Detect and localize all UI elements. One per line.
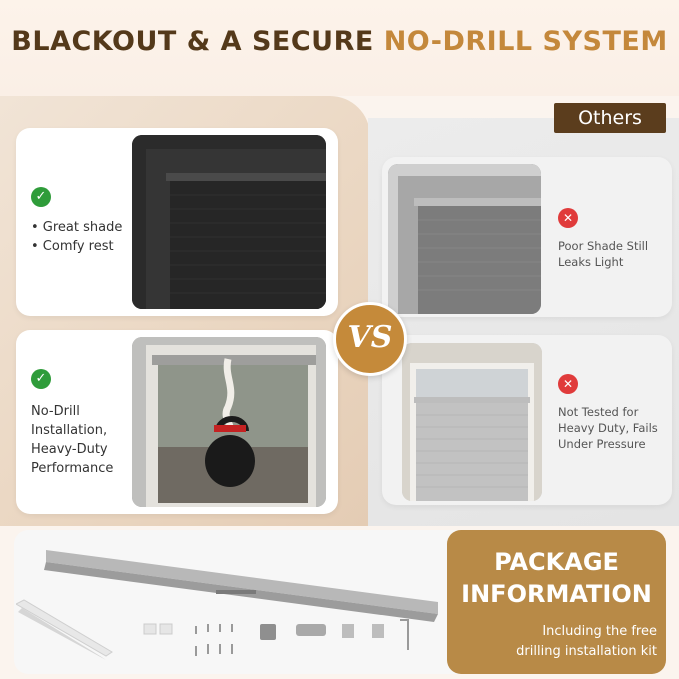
nodrill-line-2: Installation, [31,423,108,438]
package-info-card [447,530,666,674]
others-shade-text: Poor Shade Still Leaks Light [558,238,648,270]
ours-nodrill-text: No-Drill Installation, Heavy-Duty Perfor… [31,402,113,478]
ours-shade-bullets: • Great shade • Comfy rest [31,218,122,256]
package-title-line-2: INFORMATION [461,580,652,608]
package-title-line-1: PACKAGE [494,548,619,576]
check-circle-icon: ✓ [31,369,51,389]
kettlebell-test-photo [132,337,326,507]
poor-shade-line-2: Leaks Light [558,255,624,269]
poor-shade-photo [388,164,541,314]
package-subtitle-line-2: drilling installation kit [516,644,657,659]
page-title: BLACKOUT & A SECURE NO-DRILL SYSTEM [0,26,679,57]
check-circle-icon: ✓ [31,187,51,207]
untested-line-3: Under Pressure [558,437,646,451]
untested-shade-illustration [402,343,542,501]
cross-circle-icon: ✕ [558,208,578,228]
blackout-shade-illustration [132,135,326,309]
others-tag: Others [554,103,666,133]
title-part-1: BLACKOUT & A SECURE [11,26,384,57]
package-subtitle-line-1: Including the free [542,624,657,639]
nodrill-line-4: Performance [31,461,114,476]
nodrill-line-3: Heavy-Duty [31,442,108,457]
bullet-great-shade: • Great shade [31,220,123,235]
untested-line-2: Heavy Duty, Fails [558,421,658,435]
poor-shade-line-1: Poor Shade Still [558,239,649,253]
vs-badge: VS [333,302,407,376]
kettlebell-illustration [132,337,326,507]
others-untested-text: Not Tested for Heavy Duty, Fails Under P… [558,404,658,452]
package-title: PACKAGE INFORMATION [447,546,666,610]
untested-shade-photo [402,343,542,501]
title-part-2: NO-DRILL SYSTEM [383,26,668,57]
header-band [0,0,679,96]
poor-shade-illustration [388,164,541,314]
package-contents-illustration [14,534,446,672]
kit-parts-svg [14,550,438,660]
blackout-shade-photo [132,135,326,309]
cross-circle-icon: ✕ [558,374,578,394]
bullet-comfy-rest: • Comfy rest [31,239,114,254]
nodrill-line-1: No-Drill [31,404,80,419]
package-subtitle: Including the free drilling installation… [447,622,657,662]
untested-line-1: Not Tested for [558,405,639,419]
